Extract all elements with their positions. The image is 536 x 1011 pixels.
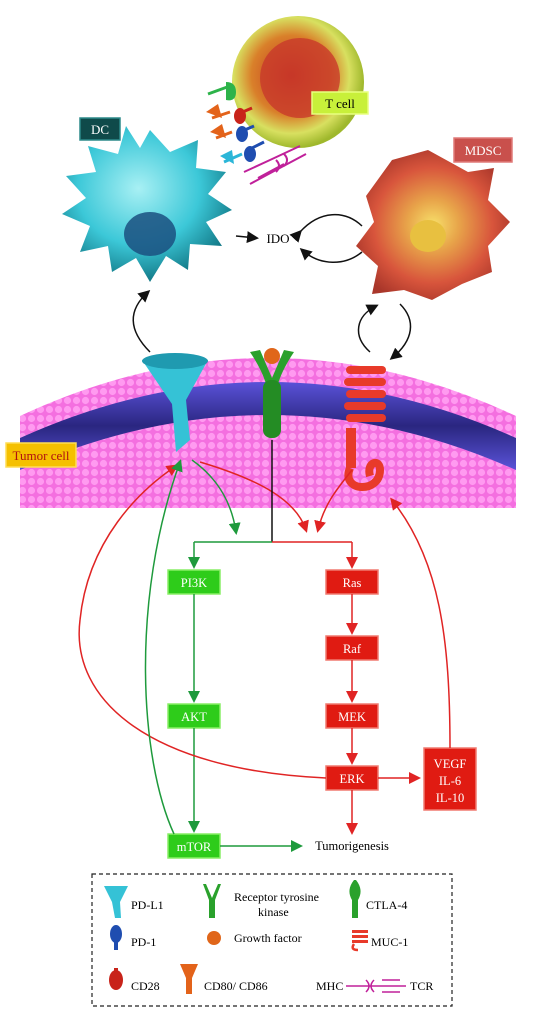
pd-l1-legend-icon xyxy=(104,886,128,918)
mtor-to-pdl1-feedback-arrow xyxy=(144,459,183,835)
legend-pd-1: PD-1 xyxy=(131,935,156,949)
legend-rtk-line1: Receptor tyrosine xyxy=(234,890,319,904)
legend-muc-1: MUC-1 xyxy=(371,935,408,949)
mek-label: MEK xyxy=(338,710,366,724)
ido-label: IDO xyxy=(266,231,289,246)
akt-label: AKT xyxy=(181,710,207,724)
dc-label-box xyxy=(79,117,121,141)
legend-pd-l1: PD-L1 xyxy=(131,898,164,912)
muc-1-protein xyxy=(344,366,386,491)
mdsc-label: MDSC xyxy=(465,143,502,158)
mtor-label: mTOR xyxy=(177,840,212,854)
tumorigenesis-label: Tumorigenesis xyxy=(315,839,389,853)
growth-factor-legend-icon xyxy=(207,931,221,945)
mdsc-to-tumor-arrow xyxy=(389,303,412,360)
dc-to-ido-arrow xyxy=(235,231,259,244)
mdsc-cell xyxy=(356,150,510,300)
legend-rtk-line2: kinase xyxy=(258,905,289,919)
cd80-cd86-legend-icon xyxy=(180,964,198,994)
legend-cd80-cd86: CD80/ CD86 xyxy=(204,979,268,993)
tumor-cell-label: Tumor cell xyxy=(13,448,70,463)
dc-label: DC xyxy=(91,122,109,137)
ras-label: Ras xyxy=(343,576,362,590)
erk-label: ERK xyxy=(340,772,365,786)
legend-growth-factor: Growth factor xyxy=(234,931,302,945)
rtk-legend-icon xyxy=(203,884,221,918)
legend-tcr: TCR xyxy=(410,979,433,993)
pd-l1-protein xyxy=(142,353,208,452)
tumor-cell-label-box xyxy=(5,442,77,468)
cytokines-box xyxy=(423,747,477,811)
mhc-tcr-legend-icon xyxy=(346,979,406,993)
legend: PD-L1 Receptor tyrosine kinase CTLA-4 PD… xyxy=(91,873,453,1007)
ido-mdsc-arrow-top xyxy=(289,213,363,243)
raf-label: Raf xyxy=(343,642,362,656)
legend-box xyxy=(91,873,453,1007)
il10-label: IL-10 xyxy=(436,791,464,805)
cytokines-to-muc1-feedback-arrow xyxy=(390,497,451,749)
il6-label: IL-6 xyxy=(439,774,461,788)
dendritic-cell xyxy=(62,126,232,282)
erk-to-pdl1-feedback-arrow xyxy=(78,464,327,779)
muc1-to-ras-branch-arrow xyxy=(314,469,353,533)
legend-cd28: CD28 xyxy=(131,979,160,993)
tumor-to-mdsc-arrow xyxy=(357,304,379,353)
receptor-tyrosine-kinase-protein xyxy=(250,348,294,438)
cd28-legend-icon xyxy=(109,970,123,990)
ido-mdsc-arrow-bottom xyxy=(299,248,363,263)
t-cell-label: T cell xyxy=(325,96,355,111)
mdsc-label-box xyxy=(453,137,513,163)
t-cell-label-box xyxy=(311,91,369,115)
ctla-4-legend-icon xyxy=(349,880,361,918)
pd-1-legend-icon xyxy=(110,925,122,943)
pi3k-label: PI3K xyxy=(181,576,207,590)
pdl1-to-branch-arrow xyxy=(191,459,241,535)
legend-ctla-4: CTLA-4 xyxy=(366,898,407,912)
muc-1-legend-icon xyxy=(351,930,368,952)
vegf-label: VEGF xyxy=(434,757,467,771)
dc-tcell-synapse xyxy=(206,82,307,185)
legend-mhc: MHC xyxy=(316,979,343,993)
mtor-box xyxy=(167,833,221,859)
tumor-to-dc-arrow xyxy=(132,289,151,353)
